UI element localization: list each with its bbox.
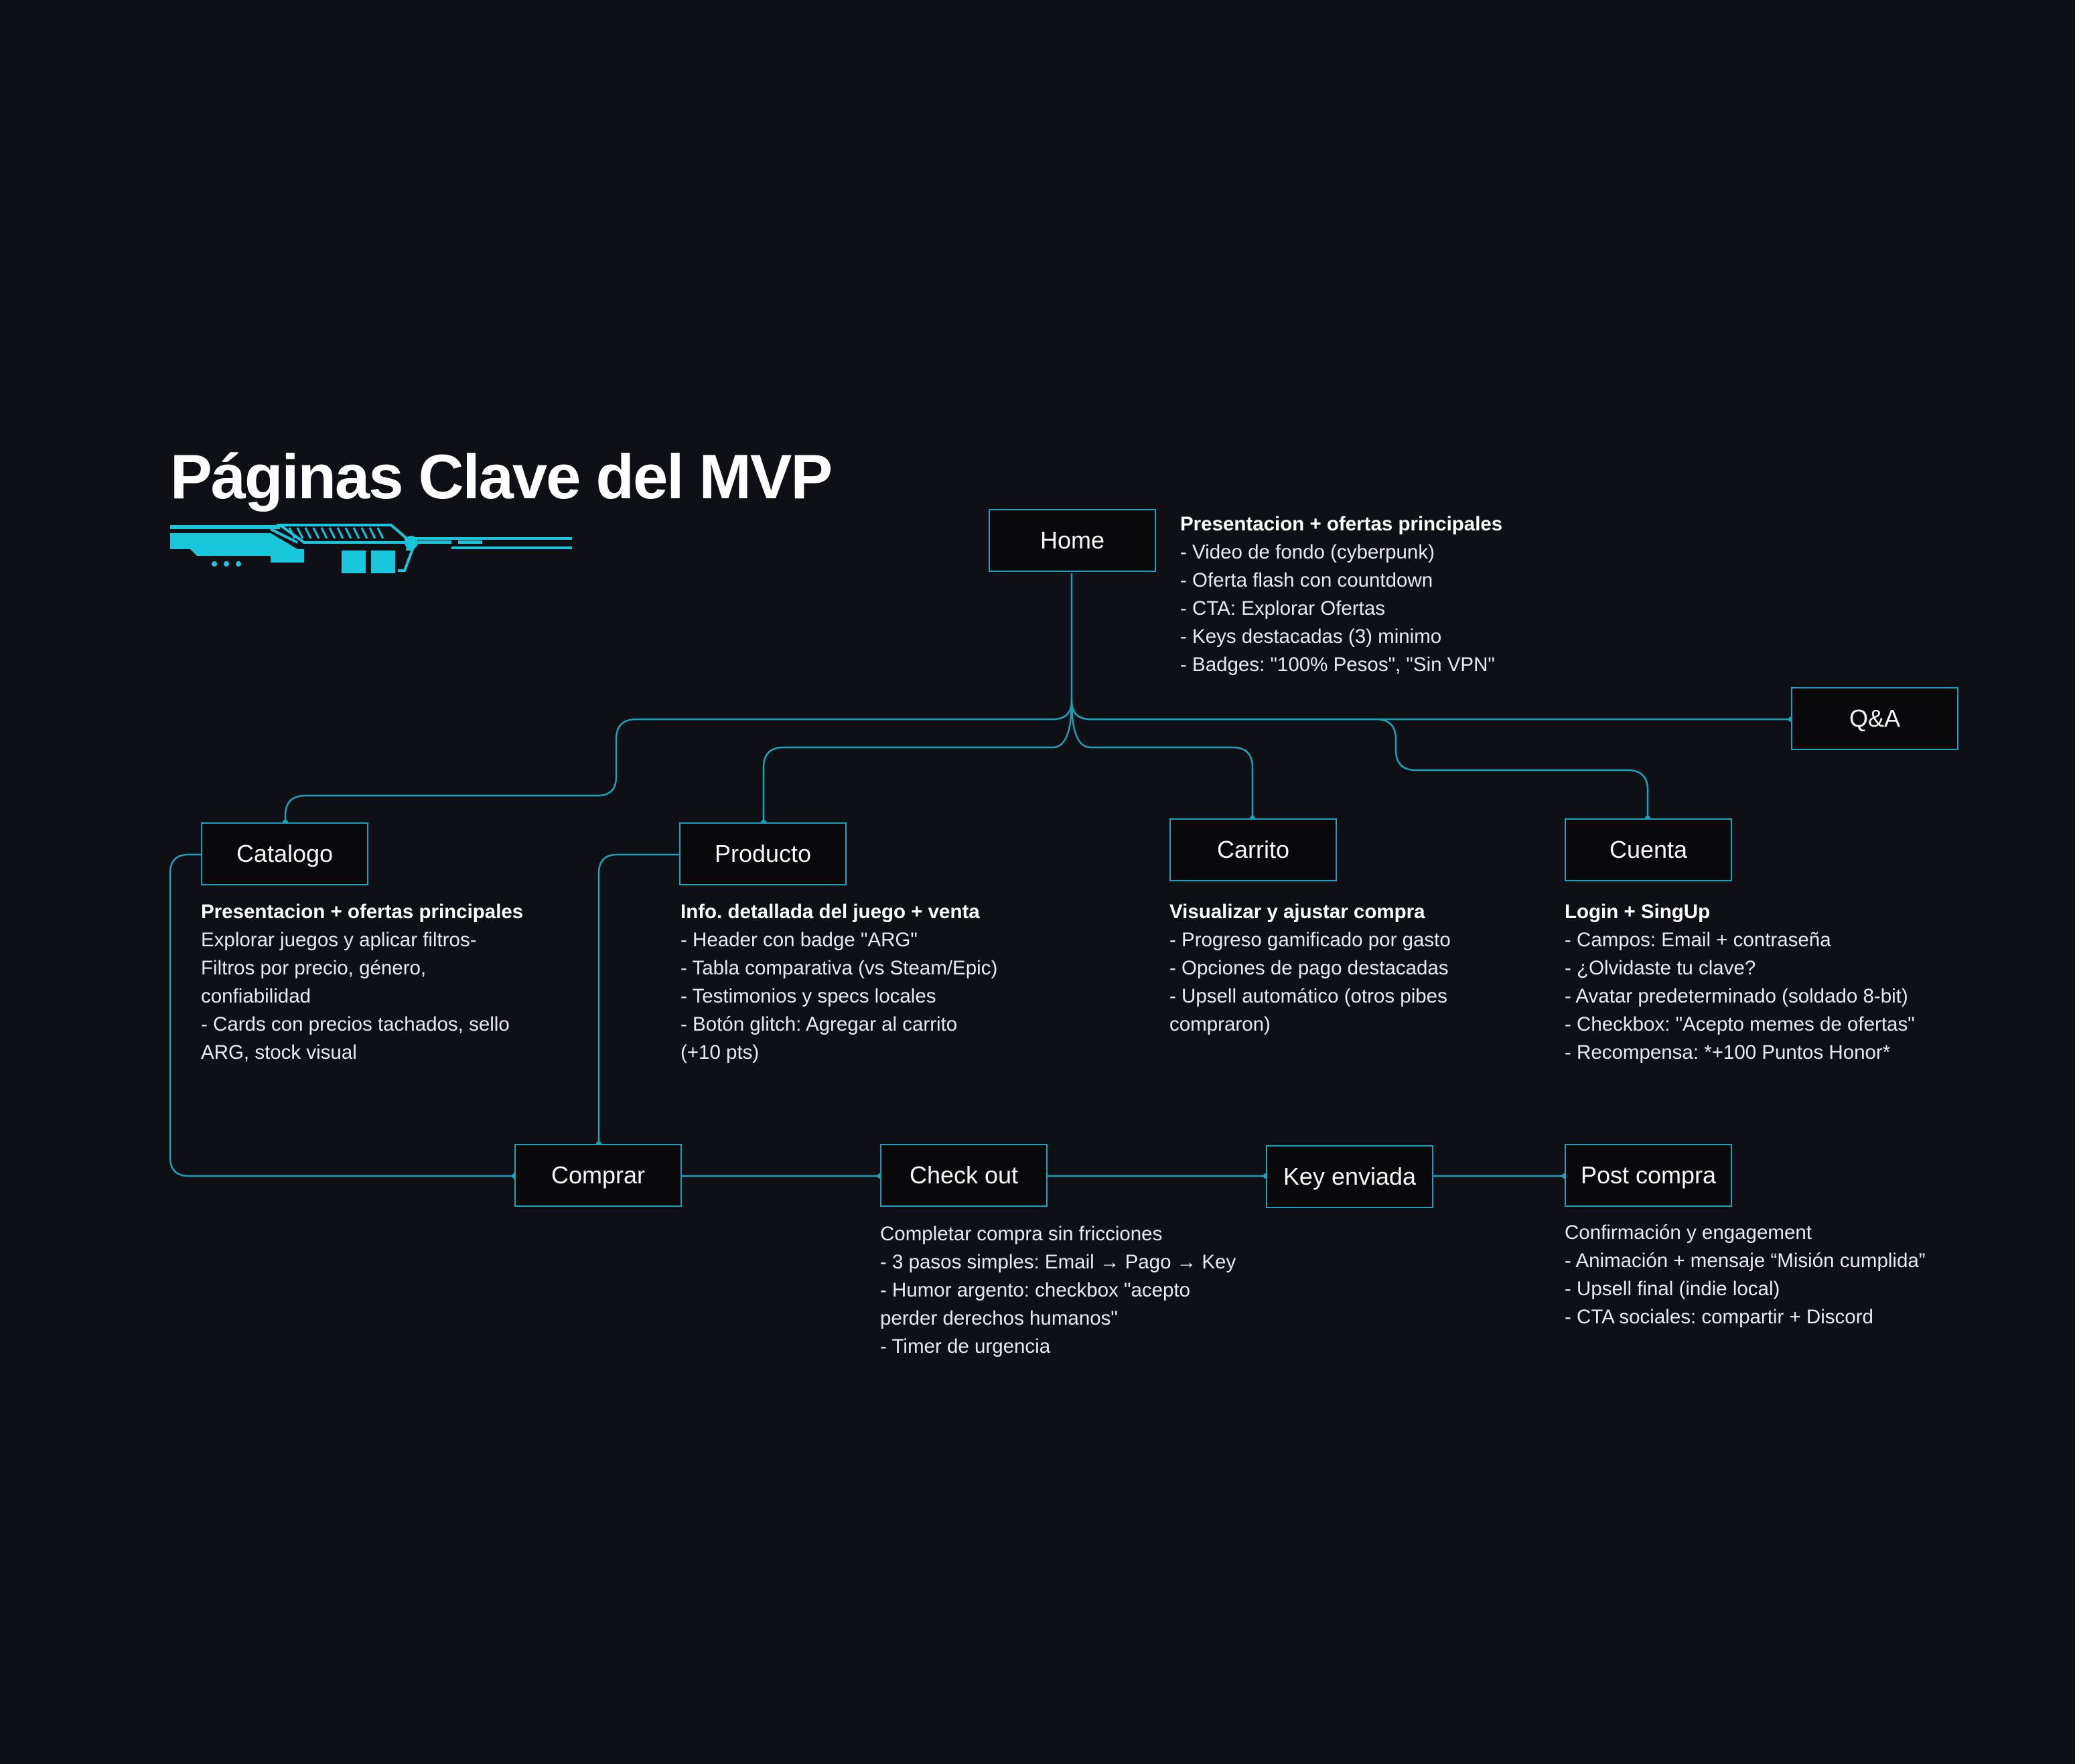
note-line: - Video de fondo (cyberpunk) (1180, 541, 1435, 563)
note-line: - 3 pasos simples: Email → Pago → Key (880, 1251, 1236, 1273)
note-home: Presentacion + ofertas principales - Vid… (1180, 510, 1502, 679)
node-catalogo-label: Catalogo (236, 840, 334, 867)
note-line: ARG, stock visual (201, 1041, 357, 1063)
node-key-enviada[interactable]: Key enviada (1266, 1145, 1433, 1208)
note-line: - Campos: Email + contraseña (1565, 929, 1831, 951)
note-line: - Upsell final (indie local) (1565, 1278, 1780, 1300)
note-cuenta: Login + SingUp - Campos: Email + contras… (1565, 898, 1915, 1067)
note-line: - ¿Olvidaste tu clave? (1565, 957, 1756, 979)
note-line: - Botón glitch: Agregar al carrito (681, 1013, 958, 1035)
node-carrito[interactable]: Carrito (1169, 818, 1337, 881)
note-checkout: Completar compra sin fricciones - 3 paso… (880, 1220, 1236, 1361)
node-producto-label: Producto (714, 840, 812, 867)
note-line: - Cards con precios tachados, sello (201, 1013, 510, 1035)
note-line: Explorar juegos y aplicar filtros- (201, 929, 477, 951)
node-carrito-label: Carrito (1216, 836, 1290, 863)
note-producto: Info. detallada del juego + venta - Head… (681, 898, 997, 1067)
note-line: (+10 pts) (681, 1041, 760, 1063)
node-qa-label: Q&A (1849, 705, 1901, 732)
node-comprar-label: Comprar (551, 1161, 646, 1189)
note-line: - Recompensa: *+100 Puntos Honor* (1565, 1041, 1891, 1063)
note-heading: Visualizar y ajustar compra (1169, 901, 1425, 923)
node-key-enviada-label: Key enviada (1283, 1163, 1417, 1190)
circuit-decoration-icon (170, 524, 572, 573)
note-line: - Header con badge "ARG" (681, 929, 918, 951)
note-line: - CTA sociales: compartir + Discord (1565, 1306, 1873, 1328)
note-line: - Opciones de pago destacadas (1169, 957, 1449, 979)
note-heading: Presentacion + ofertas principales (201, 901, 524, 923)
note-line: - Tabla comparativa (vs Steam/Epic) (681, 957, 998, 979)
node-home[interactable]: Home (989, 509, 1156, 572)
note-line: Completar compra sin fricciones (880, 1223, 1163, 1245)
node-qa[interactable]: Q&A (1791, 687, 1958, 750)
note-line: - Animación + mensaje “Misión cumplida” (1565, 1250, 1926, 1272)
node-home-label: Home (1040, 526, 1105, 554)
note-line: - CTA: Explorar Ofertas (1180, 597, 1385, 619)
note-line: - Humor argento: checkbox "acepto (880, 1279, 1191, 1301)
note-line: - Avatar predeterminado (soldado 8-bit) (1565, 985, 1908, 1007)
node-cuenta-label: Cuenta (1609, 836, 1688, 863)
note-line: - Keys destacadas (3) minimo (1180, 626, 1442, 648)
node-catalogo[interactable]: Catalogo (201, 822, 368, 885)
node-post-compra[interactable]: Post compra (1565, 1144, 1732, 1207)
note-line: - Oferta flash con countdown (1180, 569, 1433, 591)
note-heading: Info. detallada del juego + venta (681, 901, 980, 923)
note-heading: Presentacion + ofertas principales (1180, 513, 1503, 535)
note-line: - Checkbox: "Acepto memes de ofertas" (1565, 1013, 1915, 1035)
note-line: Confirmación y engagement (1565, 1222, 1812, 1244)
note-line: Filtros por precio, género, (201, 957, 427, 979)
node-post-compra-label: Post compra (1580, 1161, 1717, 1189)
node-producto[interactable]: Producto (679, 822, 847, 885)
note-line: confiabilidad (201, 985, 311, 1007)
note-line: perder derechos humanos" (880, 1307, 1118, 1329)
note-line: - Badges: "100% Pesos", "Sin VPN" (1180, 654, 1495, 676)
note-post-compra: Confirmación y engagement - Animación + … (1565, 1219, 1926, 1331)
note-line: - Progreso gamificado por gasto (1169, 929, 1451, 951)
note-line: - Timer de urgencia (880, 1335, 1051, 1357)
note-line: compraron) (1169, 1013, 1271, 1035)
note-line: - Testimonios y specs locales (681, 985, 936, 1007)
note-carrito: Visualizar y ajustar compra - Progreso g… (1169, 898, 1451, 1039)
note-heading: Login + SingUp (1565, 901, 1711, 923)
page-title: Páginas Clave del MVP (170, 441, 833, 512)
node-cuenta[interactable]: Cuenta (1565, 818, 1732, 881)
node-comprar[interactable]: Comprar (514, 1144, 682, 1207)
node-checkout[interactable]: Check out (880, 1144, 1048, 1207)
note-catalogo: Presentacion + ofertas principales Explo… (201, 898, 523, 1067)
note-line: - Upsell automático (otros pibes (1169, 985, 1447, 1007)
node-checkout-label: Check out (909, 1161, 1019, 1189)
